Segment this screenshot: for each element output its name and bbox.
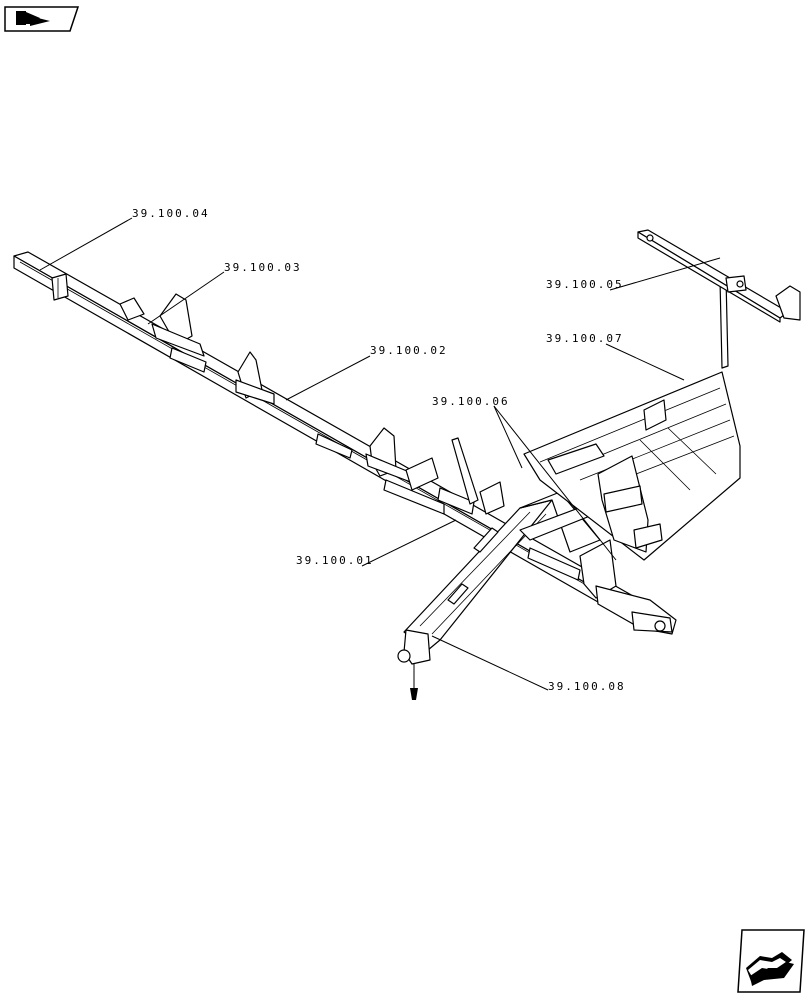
previous-page-icon[interactable] <box>2 2 82 36</box>
callout-39-100-02[interactable]: 39.100.02 <box>370 344 448 357</box>
callout-39-100-05[interactable]: 39.100.05 <box>546 278 624 291</box>
callout-39-100-03[interactable]: 39.100.03 <box>224 261 302 274</box>
callout-39-100-01[interactable]: 39.100.01 <box>296 554 374 567</box>
next-page-icon[interactable] <box>734 926 808 996</box>
spreader-bar <box>637 229 801 323</box>
callout-39-100-06[interactable]: 39.100.06 <box>432 395 510 408</box>
callout-39-100-07[interactable]: 39.100.07 <box>546 332 624 345</box>
beam-brackets <box>119 293 505 515</box>
right-frame-platform <box>523 277 741 561</box>
callout-39-100-04[interactable]: 39.100.04 <box>132 207 210 220</box>
callout-39-100-08[interactable]: 39.100.08 <box>548 680 626 693</box>
leader-lines <box>39 217 721 691</box>
